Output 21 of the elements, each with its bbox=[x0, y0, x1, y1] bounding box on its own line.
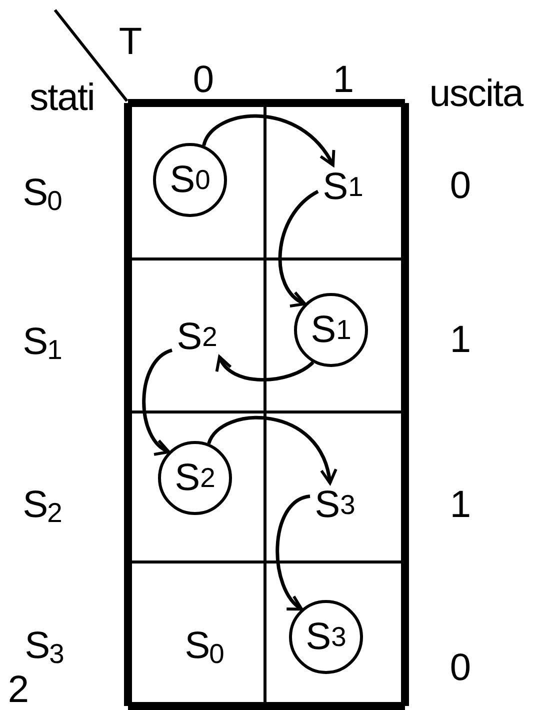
input-header: T bbox=[118, 23, 142, 61]
row-state: S$_{2}$ bbox=[22, 486, 62, 524]
transition-arrow bbox=[278, 190, 319, 306]
transition-arrow bbox=[218, 355, 314, 382]
stray-digit: 2 bbox=[8, 671, 28, 709]
row-state: S$_{0}$ bbox=[22, 174, 62, 212]
output-value: 0 bbox=[450, 649, 470, 687]
input-value: 0 bbox=[192, 61, 214, 99]
output-value: 1 bbox=[450, 486, 470, 524]
transition-arrow bbox=[202, 114, 334, 166]
state-column-header: stati bbox=[30, 79, 94, 117]
transition-arrow bbox=[142, 348, 173, 454]
row-state: S$_{3}$ bbox=[24, 627, 64, 665]
output-column-header: uscita bbox=[429, 75, 523, 113]
output-value: 1 bbox=[450, 321, 470, 359]
row-state: S$_{1}$ bbox=[22, 323, 62, 361]
next-state: S$_{0}$ bbox=[184, 627, 224, 665]
input-value: 1 bbox=[332, 61, 354, 99]
transition-arrow bbox=[207, 416, 336, 484]
transition-arrow bbox=[276, 494, 310, 611]
output-value: 0 bbox=[450, 167, 470, 205]
